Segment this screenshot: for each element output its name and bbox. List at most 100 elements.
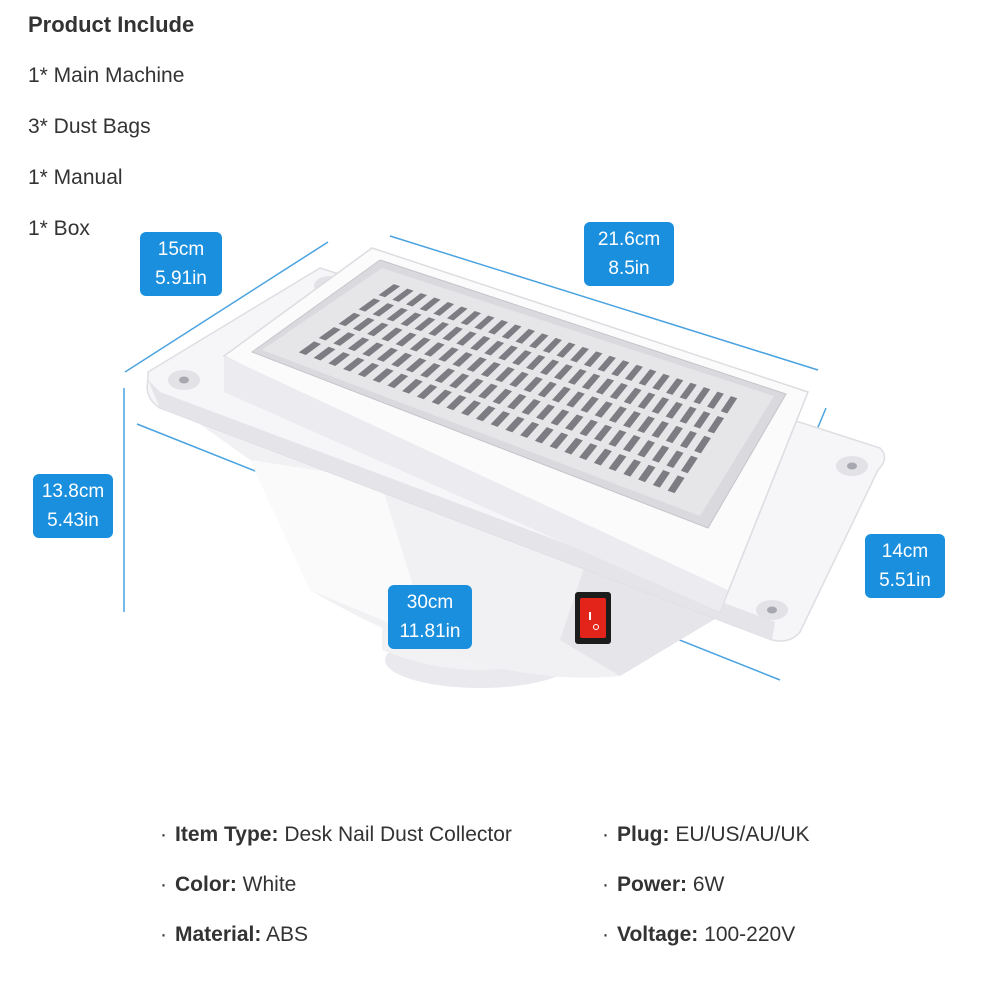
grille-slot	[405, 293, 428, 307]
grille-slot	[474, 315, 495, 330]
grille-slot	[512, 350, 532, 366]
dimension-label-height: 13.8cm 5.43in	[33, 474, 113, 538]
grille-slot	[433, 302, 455, 316]
grille-slot	[402, 378, 423, 394]
grille-slot	[520, 421, 540, 438]
grille-slot	[501, 324, 522, 340]
grille-slot	[665, 425, 683, 444]
metal-grille-plate	[250, 259, 787, 529]
grille-slot	[526, 354, 546, 371]
grille-slot	[652, 373, 670, 391]
grille-slot	[679, 382, 697, 400]
grille-slot	[623, 459, 641, 477]
guide-depth-top	[124, 241, 329, 373]
grille-slot	[498, 345, 518, 361]
grille-slot	[667, 475, 685, 494]
grille-slot	[608, 453, 627, 472]
grille-slot	[428, 321, 450, 337]
grille-slot	[442, 326, 463, 341]
grille-slot	[595, 378, 615, 395]
spec-power: ·Power: 6W	[602, 873, 725, 896]
grille-slot	[387, 373, 409, 389]
grille-slot	[550, 409, 570, 426]
grille-slot	[463, 378, 484, 394]
spec-voltage: ·Voltage: 100-220V	[602, 923, 796, 946]
grille-slot	[460, 310, 482, 326]
grille-slot	[488, 319, 509, 335]
grille-slot	[475, 405, 496, 422]
grille-slot	[597, 355, 616, 372]
grille-slot	[419, 297, 441, 312]
grille-slot	[298, 341, 321, 355]
grille-slot	[492, 388, 513, 405]
grille-slot	[542, 337, 562, 354]
grille-slot	[534, 427, 554, 444]
grille-slot	[446, 306, 468, 321]
grille-slot	[338, 312, 361, 327]
grille-slot	[609, 383, 628, 400]
grille-slot	[372, 303, 395, 317]
grille-slot	[623, 411, 641, 428]
grille-slot	[622, 435, 641, 453]
grille-slot	[362, 342, 384, 357]
grille-slot	[556, 342, 576, 358]
grille-slot	[347, 337, 370, 352]
grille-slot	[594, 401, 613, 418]
grille-slot	[386, 307, 408, 322]
include-item-dust-bags: 3* Dust Bags	[28, 115, 151, 138]
grille-slot	[372, 368, 394, 383]
grille-slot	[679, 406, 697, 424]
dimension-label-length-top: 21.6cm 8.5in	[584, 222, 674, 286]
include-item-box: 1* Box	[28, 217, 90, 240]
grille-slot	[381, 327, 403, 342]
grille-slot	[461, 400, 481, 416]
grille-slot	[551, 386, 571, 403]
grille-slot	[581, 373, 601, 390]
grille-slot	[352, 317, 375, 332]
grille-slot	[505, 416, 525, 433]
grille-slot	[608, 406, 627, 423]
spec-item-type: ·Item Type: Desk Nail Dust Collector	[160, 823, 512, 846]
include-item-manual: 1* Manual	[28, 166, 123, 189]
grille-slot	[424, 342, 445, 357]
grille-slot	[651, 445, 670, 463]
grille-slot	[651, 421, 669, 439]
grille-slot	[565, 414, 584, 431]
product-include-title: Product Include	[28, 12, 195, 37]
guide-length-top	[389, 235, 819, 371]
grille-slot	[452, 352, 473, 367]
grille-slot	[515, 328, 535, 344]
grille-slot	[537, 381, 557, 398]
grille-slot	[536, 404, 555, 421]
grille-slot	[484, 340, 505, 356]
grille-slot	[357, 362, 380, 378]
power-switch[interactable]	[575, 592, 611, 644]
grille-slot	[509, 371, 529, 388]
grille-slot	[358, 298, 381, 312]
grille-slot	[567, 368, 587, 385]
grille-slot	[566, 391, 585, 408]
grille-slot	[478, 383, 498, 399]
grille-slot	[665, 378, 684, 395]
grille-slot	[707, 415, 725, 434]
grille-slot	[446, 395, 467, 411]
grille-slot	[391, 352, 413, 368]
grille-slot	[624, 364, 643, 381]
grille-slot	[680, 455, 698, 474]
grille-slot	[529, 333, 549, 349]
spec-plug: ·Plug: EU/US/AU/UK	[602, 823, 810, 846]
grille-slot	[651, 397, 670, 414]
grille-slot	[694, 435, 711, 454]
grille-slot	[593, 448, 612, 466]
grille-slot	[611, 360, 630, 377]
grille-slot	[564, 437, 583, 455]
dimension-label-length-base: 30cm 11.81in	[388, 585, 472, 649]
grille-slot	[392, 288, 414, 302]
grille-slot	[343, 357, 365, 372]
grille-slot	[480, 361, 501, 377]
spec-material: ·Material: ABS	[160, 923, 309, 946]
grille-slot	[431, 389, 452, 405]
grille-slot	[638, 464, 656, 483]
dimension-label-depth-top: 15cm 5.91in	[140, 232, 222, 296]
grille-slot	[579, 419, 598, 437]
